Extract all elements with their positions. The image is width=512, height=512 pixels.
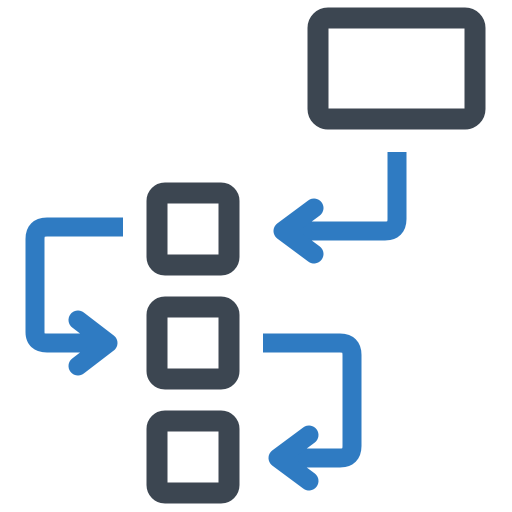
small-box-bottom — [146, 410, 240, 504]
large-box — [307, 7, 486, 130]
arrow-large-to-top — [273, 152, 407, 264]
small-box-top — [146, 182, 240, 276]
small-box-middle — [146, 296, 240, 390]
arrow-middle-to-bottom — [263, 333, 362, 491]
arrow-top-to-middle — [25, 217, 123, 376]
